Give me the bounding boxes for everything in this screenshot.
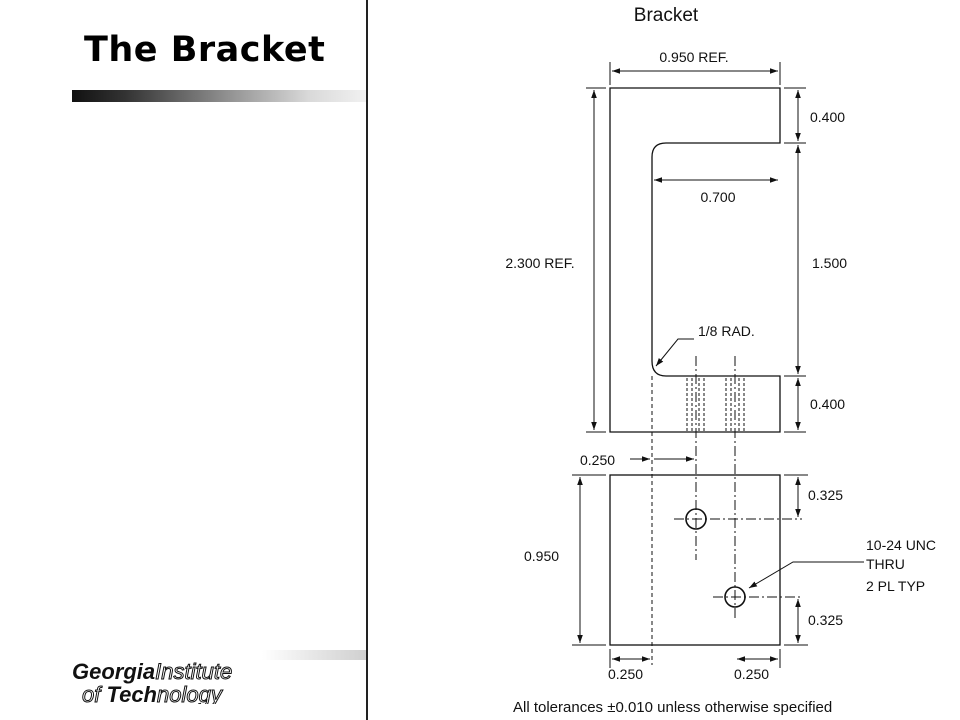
logo-georgia: Georgia xyxy=(72,659,155,684)
center-lines xyxy=(695,356,736,620)
dim-hole1-y: 0.325 xyxy=(808,487,843,503)
svg-text:GeorgiaInstitute: GeorgiaInstitute xyxy=(72,659,232,684)
vertical-divider xyxy=(366,0,368,720)
georgia-tech-logo: GeorgiaInstitute of Technology xyxy=(72,659,233,705)
dim-base-left: 0.250 xyxy=(608,666,643,682)
hidden-hole-lines xyxy=(686,378,745,432)
dim-height-ref: 2.300 REF. xyxy=(505,255,574,271)
dim-radius: 1/8 RAD. xyxy=(698,323,755,339)
logo-of: of xyxy=(82,682,106,704)
tolerance-note: All tolerances ±0.010 unless otherwise s… xyxy=(513,699,832,716)
logo-nology: nology xyxy=(157,682,224,704)
bracket-top-view xyxy=(609,474,781,646)
dim-slot-depth: 0.700 xyxy=(700,189,735,205)
title-underline-bar xyxy=(72,90,368,102)
dim-slot-height: 1.500 xyxy=(812,255,847,271)
hole-note-line1: 10-24 UNC xyxy=(866,537,936,553)
slide-title: The Bracket xyxy=(84,30,326,70)
footer-bar xyxy=(262,650,368,660)
drawing-title: Bracket xyxy=(634,5,699,26)
svg-text:of Technology: of Technology xyxy=(82,682,224,704)
dim-hole-offset-x: 0.250 xyxy=(580,452,615,468)
dim-bottom-leg: 0.400 xyxy=(810,396,845,412)
dim-base-right: 0.250 xyxy=(734,666,769,682)
dim-hole2-y: 0.325 xyxy=(808,612,843,628)
hole-note-line2: THRU xyxy=(866,556,905,572)
logo-institute: Institute xyxy=(155,659,232,684)
bracket-front-outline xyxy=(609,87,781,433)
logo-tech: Tech xyxy=(106,682,157,704)
bracket-drawing: Bracket 0.950 REF. 2.300 REF. xyxy=(505,5,936,716)
dim-width-ref: 0.950 REF. xyxy=(659,49,728,65)
hole-note-line3: 2 PL TYP xyxy=(866,578,925,594)
dim-base-width: 0.950 xyxy=(524,548,559,564)
dim-top-leg: 0.400 xyxy=(810,109,845,125)
